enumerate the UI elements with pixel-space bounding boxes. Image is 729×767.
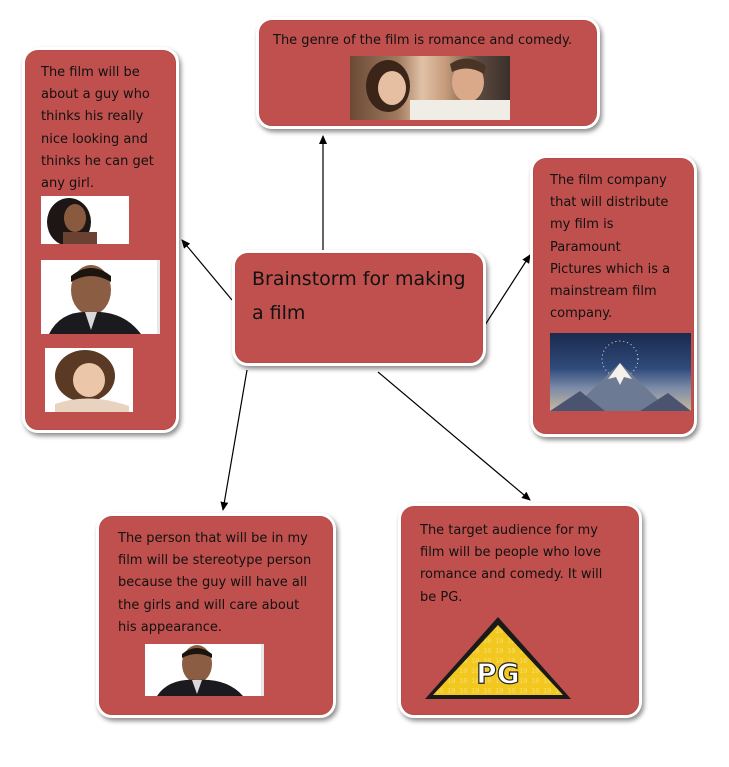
woman-photo: [41, 196, 129, 244]
arrow-to-stereotype: [220, 369, 248, 511]
woman-smiling-photo: [45, 348, 133, 412]
woman-smiling-figure: [55, 350, 129, 412]
couple-figures: [366, 58, 510, 120]
center-node: Brainstorm for making a film: [232, 250, 486, 366]
audience-node: The target audience for my film will be …: [398, 503, 642, 718]
arrow-to-audience: [377, 371, 531, 501]
man-figure: [49, 265, 141, 334]
paramount-mountain-logo: [550, 340, 691, 411]
paramount-logo-image: [550, 333, 691, 411]
man-small-figure: [157, 645, 243, 696]
character-node: The film will be about a guy who thinks …: [22, 47, 179, 433]
company-node: The film company that will distribute my…: [530, 155, 697, 437]
genre-node: The genre of the film is romance and com…: [256, 17, 600, 129]
pg-rating-badge: 10 PG: [425, 617, 571, 699]
company-text: The film company that will distribute my…: [550, 173, 671, 322]
stereotype-text: The person that will be in my film will …: [118, 531, 312, 635]
character-text: The film will be about a guy who thinks …: [41, 65, 154, 192]
center-label: Brainstorm for making a film: [252, 268, 466, 324]
pg-badge-label: PG: [476, 657, 520, 690]
genre-text: The genre of the film is romance and com…: [273, 33, 572, 48]
woman-figure: [47, 198, 97, 244]
man-small-photo: [145, 644, 264, 696]
couple-photo: [350, 56, 510, 120]
man-photo: [41, 260, 160, 334]
arrow-to-character: [181, 239, 233, 301]
stereotype-node: The person that will be in my film will …: [96, 513, 336, 718]
audience-text: The target audience for my film will be …: [420, 523, 603, 605]
arrow-to-company: [484, 254, 531, 326]
